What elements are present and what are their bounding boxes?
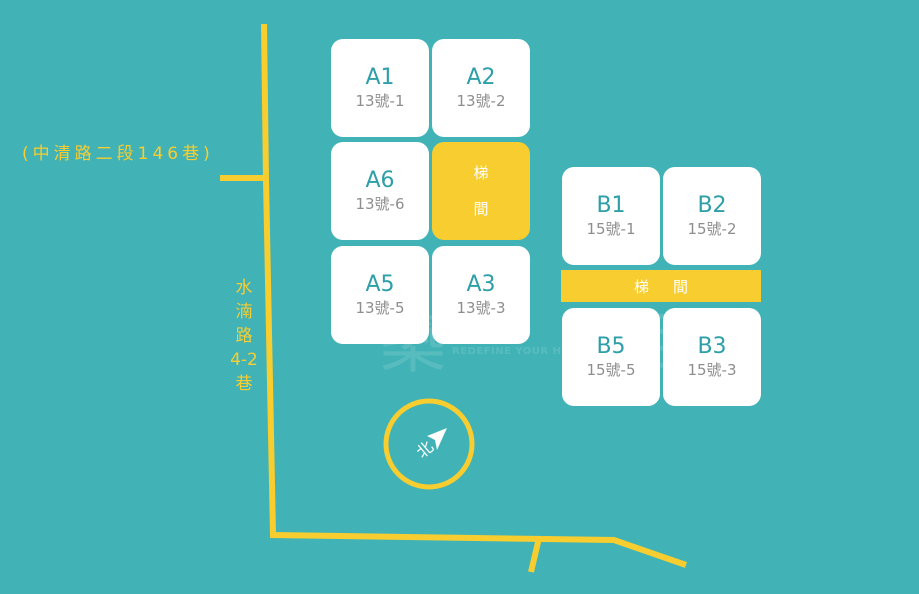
unit-a2[interactable]: A2 13號-2 [432, 39, 530, 137]
unit-a6[interactable]: A6 13號-6 [331, 142, 429, 240]
unit-number: 15號-5 [586, 361, 636, 379]
compass-ring [383, 398, 475, 490]
side-road-stub [528, 537, 542, 573]
road-label-char: 湳 [235, 302, 253, 322]
unit-code: A3 [466, 272, 496, 297]
stairwell-b: 梯 間 [561, 270, 761, 302]
stairwell-a: 梯 間 [432, 142, 530, 240]
unit-b2[interactable]: B2 15號-2 [663, 167, 761, 265]
stairwell-char: 間 [673, 277, 689, 296]
compass: 北 [383, 398, 475, 490]
unit-code: A5 [365, 272, 395, 297]
zhongqing-lane-label: (中清路二段146巷) [22, 144, 214, 164]
stairwell-char: 梯 [473, 164, 489, 182]
stairwell-char: 間 [473, 200, 489, 218]
unit-code: B1 [596, 193, 626, 218]
unit-b1[interactable]: B1 15號-1 [562, 167, 660, 265]
unit-code: B2 [697, 193, 727, 218]
unit-number: 13號-1 [355, 92, 405, 110]
unit-number: 13號-2 [456, 92, 506, 110]
compass-north-label: 北 [413, 437, 437, 462]
road-label-char: 巷 [235, 374, 253, 394]
unit-number: 15號-2 [687, 220, 737, 238]
water-road-lane-label: 水 湳 路 4-2 巷 [226, 276, 262, 396]
road-label-char: 4-2 [230, 350, 258, 370]
unit-b3[interactable]: B3 15號-3 [663, 308, 761, 406]
unit-number: 13號-5 [355, 299, 405, 317]
unit-number: 15號-1 [586, 220, 636, 238]
unit-number: 15號-3 [687, 361, 737, 379]
unit-number: 13號-3 [456, 299, 506, 317]
unit-a1[interactable]: A1 13號-1 [331, 39, 429, 137]
stairwell-char: 梯 [633, 277, 649, 296]
unit-number: 13號-6 [355, 195, 405, 213]
unit-code: B5 [596, 334, 626, 359]
unit-code: A6 [365, 168, 395, 193]
road-label-char: 路 [235, 326, 253, 346]
compass-graphic: 北 [383, 398, 475, 490]
unit-a5[interactable]: A5 13號-5 [331, 246, 429, 344]
unit-code: A2 [466, 65, 496, 90]
road-label-char: 水 [235, 278, 253, 298]
unit-code: B3 [697, 334, 727, 359]
unit-code: A1 [365, 65, 395, 90]
unit-a3[interactable]: A3 13號-3 [432, 246, 530, 344]
north-arrow-icon [427, 428, 447, 450]
unit-b5[interactable]: B5 15號-5 [562, 308, 660, 406]
water-road-lane-line [261, 23, 687, 568]
